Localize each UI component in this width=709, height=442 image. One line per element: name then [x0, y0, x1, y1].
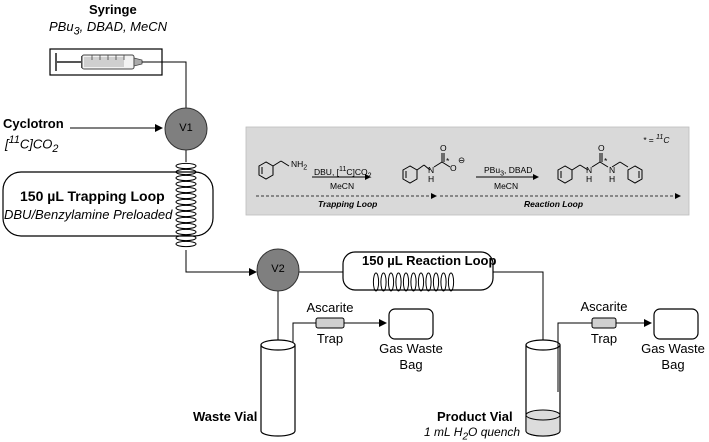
coil-turn — [175, 198, 197, 206]
urea-structure — [557, 153, 643, 184]
valve-v1 — [164, 107, 208, 151]
cyclotron-product: [11C]CO2 — [5, 134, 59, 155]
coil-turn — [395, 272, 402, 292]
ascarite-trap-left — [315, 317, 345, 329]
carbamate-oxygen-top: O — [440, 143, 447, 153]
urea-hydrogen-2: H — [609, 174, 616, 184]
coil-turn — [175, 174, 197, 182]
trapping-loop-box — [2, 171, 214, 237]
urea-nitrogen-2: N — [609, 165, 616, 175]
syringe-icon — [55, 53, 158, 71]
urea-oxygen: O — [598, 143, 605, 153]
reaction-loop-title: 150 µL Reaction Loop — [362, 253, 497, 268]
phase-label-trapping: Trapping Loop — [318, 199, 378, 209]
waste-vial-label: Waste Vial — [193, 409, 258, 424]
coil-turn — [175, 234, 197, 242]
trapping-loop-coil — [175, 162, 197, 248]
reaction-loop-coil — [372, 272, 455, 292]
urea-star: * — [604, 156, 608, 166]
amine-label: NH2 — [291, 159, 308, 172]
coil-turn — [372, 272, 380, 292]
ascarite-trap-right — [591, 317, 617, 329]
benzylamine-structure — [258, 160, 290, 180]
coil-turn — [175, 210, 197, 218]
coil-turn — [175, 180, 197, 188]
gas-bag-label-right-1: Gas Waste — [641, 341, 705, 356]
syringe-title: Syringe — [89, 2, 137, 17]
reaction-loop-to-product-line — [490, 271, 544, 345]
coil-turn — [175, 216, 197, 224]
carbamate-charge: ⊖ — [458, 155, 466, 165]
carbamate-star: * — [446, 156, 450, 166]
ascarite-label-left: Ascarite — [304, 300, 356, 315]
gas-bag-label-left-2: Bag — [399, 357, 423, 372]
coil-turn — [402, 272, 410, 292]
coil-turn — [175, 162, 197, 170]
ascarite-label-right: Ascarite — [580, 299, 628, 314]
step2-solvent: MeCN — [494, 181, 519, 191]
product-vial — [525, 339, 561, 437]
ascarite-label-left-line1: Ascarite — [306, 300, 354, 315]
gas-waste-bag-left — [388, 308, 434, 340]
coil-turn — [387, 272, 395, 292]
carbamate-nitrogen: N — [428, 165, 435, 175]
coil-turn — [447, 272, 455, 292]
coil-turn — [440, 272, 447, 292]
product-vent-line — [557, 322, 592, 392]
coil-turn — [380, 272, 387, 292]
coil-turn — [175, 168, 197, 176]
urea-nitrogen-1: N — [586, 165, 593, 175]
trap-label-left: Trap — [316, 331, 344, 346]
trap-label-right: Trap — [590, 331, 618, 346]
valve-v2 — [256, 248, 300, 292]
carbamate-oxygen-minus: O — [450, 163, 457, 173]
coil-turn — [432, 272, 440, 292]
coil-turn — [417, 272, 425, 292]
valve-v2-label: V2 — [271, 263, 285, 275]
coil-turn — [175, 240, 197, 248]
cyclotron-title: Cyclotron — [3, 116, 64, 131]
trapping-loop-title: 150 µL Trapping Loop — [20, 188, 165, 204]
step2-reagents: PBu3, DBAD — [484, 165, 533, 178]
valve-v1-label: V1 — [179, 122, 193, 134]
isotope-note: * = 11C — [643, 133, 670, 145]
syringe-reagents: PBu3, DBAD, MeCN — [49, 19, 168, 38]
gas-bag-label-left-1: Gas Waste — [379, 341, 443, 356]
trapping-loop-subtitle: DBU/Benzylamine Preloaded — [4, 207, 173, 222]
scheme-panel — [245, 126, 690, 216]
step1-reagents: DBU, [11C]CO2 — [314, 165, 372, 180]
coil-turn — [175, 222, 197, 230]
coil-to-v2-line — [185, 250, 257, 276]
coil-turn — [410, 272, 417, 292]
carbamate-structure — [402, 153, 451, 184]
quench-liquid — [525, 415, 561, 437]
step1-solvent: MeCN — [330, 181, 355, 191]
urea-hydrogen-1: H — [586, 174, 593, 184]
phase-label-reaction: Reaction Loop — [524, 199, 584, 209]
gas-bag-label-right-2: Bag — [661, 357, 685, 372]
carbamate-hydrogen: H — [428, 174, 435, 184]
coil-turn — [425, 272, 432, 292]
coil-turn — [175, 204, 197, 212]
gas-waste-bag-right — [653, 308, 699, 340]
waste-vial — [260, 339, 296, 437]
quench-label: 1 mL H2O quench — [424, 425, 521, 442]
coil-turn — [175, 186, 197, 194]
product-vial-label: Product Vial — [437, 409, 513, 424]
coil-turn — [175, 192, 197, 200]
coil-turn — [175, 228, 197, 236]
syringe-to-v1-line — [142, 61, 190, 118]
